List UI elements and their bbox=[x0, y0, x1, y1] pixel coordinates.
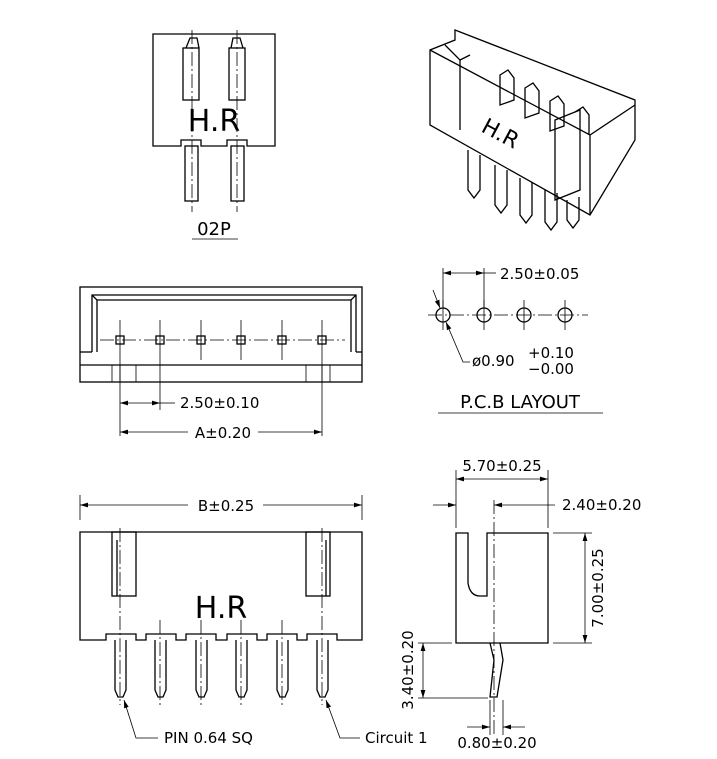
pin-length-dim: 3.40±0.20 bbox=[399, 630, 417, 709]
pin-offset-dim: 0.80±0.20 bbox=[457, 734, 536, 752]
bottom-logo: H.R bbox=[195, 591, 247, 626]
iso-logo: H.R bbox=[477, 114, 523, 154]
bottom-view: B±0.25 H.R PIN 0.64 SQ Circuit 1 bbox=[79, 495, 428, 747]
iso-pins bbox=[467, 69, 590, 232]
pcb-hole-dim: ø0.90 bbox=[472, 352, 515, 370]
side-offset-dim: 2.40±0.20 bbox=[562, 496, 641, 514]
pcb-tol-plus: +0.10 bbox=[528, 344, 574, 362]
top-view-logo: H.R bbox=[188, 104, 240, 139]
side-view: 5.70±0.25 2.40±0.20 7.00±0.25 3.40±0.20 … bbox=[399, 457, 641, 752]
side-width-dim: 5.70±0.25 bbox=[462, 457, 541, 475]
bottom-pins bbox=[114, 528, 329, 705]
circuit-1-label: Circuit 1 bbox=[365, 729, 428, 747]
top-view-label: 02P bbox=[197, 219, 231, 240]
side-height-dim: 7.00±0.25 bbox=[589, 548, 607, 627]
front-overall-dim: A±0.20 bbox=[195, 424, 251, 442]
pcb-layout-title: P.C.B LAYOUT bbox=[460, 392, 581, 413]
front-pins bbox=[115, 320, 327, 436]
front-pitch-dim: 2.50±0.10 bbox=[180, 394, 259, 412]
pcb-tol-minus: −0.00 bbox=[528, 360, 574, 378]
top-view-02p: H.R 02P bbox=[152, 30, 276, 240]
pcb-pitch-dim: 2.50±0.05 bbox=[500, 265, 579, 283]
pcb-layout: 2.50±0.05 ø0.90 +0.10 −0.00 P.C.B LAYOUT bbox=[428, 265, 603, 414]
iso-view: H.R bbox=[429, 29, 636, 232]
front-view: 2.50±0.10 A±0.20 bbox=[79, 286, 363, 442]
bottom-overall-dim: B±0.25 bbox=[198, 497, 254, 515]
pin-size-label: PIN 0.64 SQ bbox=[164, 729, 253, 747]
